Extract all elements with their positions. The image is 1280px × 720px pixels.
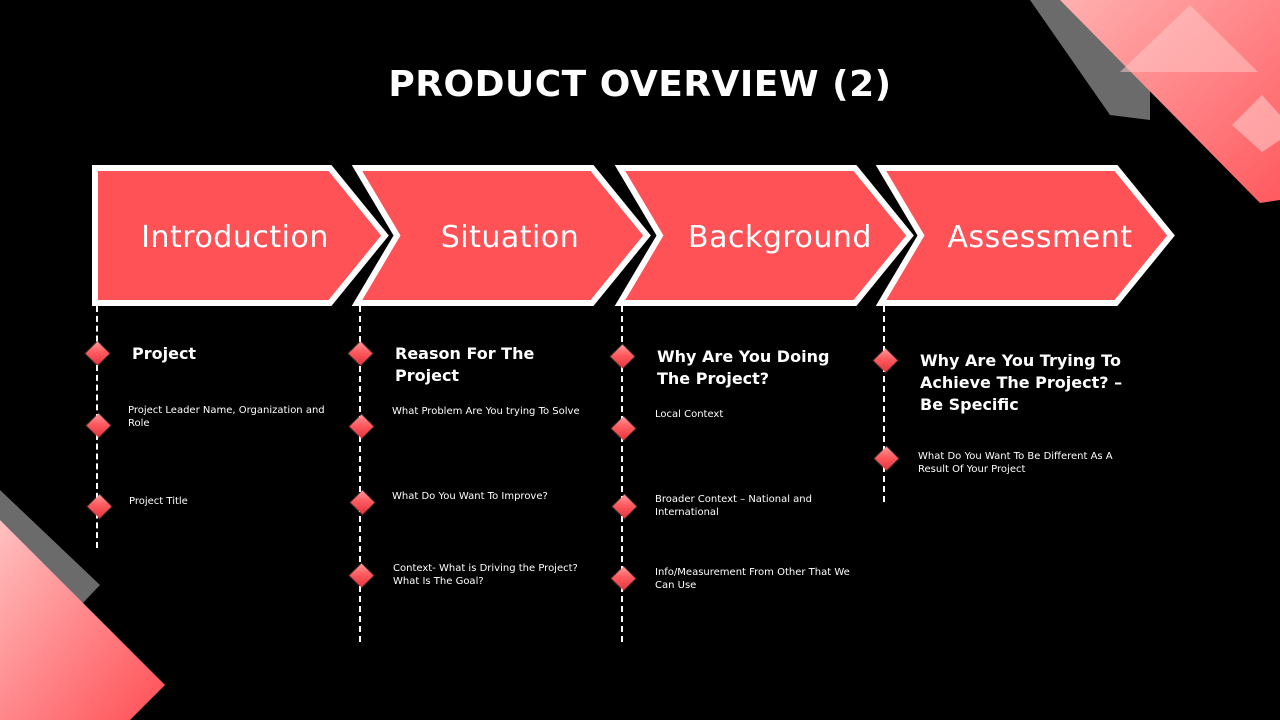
chevron-label-assessment: Assessment (947, 220, 1133, 255)
corner-shape-top-right-light-2 (1232, 95, 1280, 152)
chevron-label-introduction: Introduction (141, 220, 329, 255)
stage-item: What Do You Want To Be Different As A Re… (918, 451, 1113, 475)
chevron-label-background: Background (688, 220, 872, 255)
stage-heading-situation: Reason For The Project (395, 344, 535, 385)
stage-heading-background: Why Are You Doing The Project? (657, 347, 830, 388)
stage-heading-assessment: Why Are You Trying To Achieve The Projec… (920, 351, 1123, 414)
stage-item: Broader Context – National and Internati… (655, 494, 812, 518)
stage-item: What Do You Want To Improve? (392, 491, 548, 502)
chevron-shape-situation (351, 165, 651, 306)
chevron-label-situation: Situation (440, 220, 580, 255)
stage-heading-introduction: Project (132, 344, 197, 363)
corner-shape-top-right-light (1120, 5, 1258, 72)
stage-item: Local Context (655, 409, 724, 420)
stage-item: Context- What is Driving the Project? Wh… (393, 563, 578, 587)
timeline-line-assessment (883, 306, 885, 502)
stage-item: Project Leader Name, Organization and Ro… (128, 405, 325, 429)
timeline-line-situation (359, 306, 361, 642)
corner-shape-bottom-left-red (0, 520, 165, 720)
stage-item: Project Title (129, 496, 188, 507)
stage-item: Info/Measurement From Other That We Can … (655, 567, 850, 591)
stage-item: What Problem Are You trying To Solve (392, 406, 580, 417)
timeline-line-background (621, 306, 623, 642)
page-title: PRODUCT OVERVIEW (2) (388, 64, 892, 105)
chevron-shape-introduction (92, 165, 389, 306)
chevron-shape-background (614, 165, 914, 306)
chevron-shape-assessment (875, 165, 1175, 306)
